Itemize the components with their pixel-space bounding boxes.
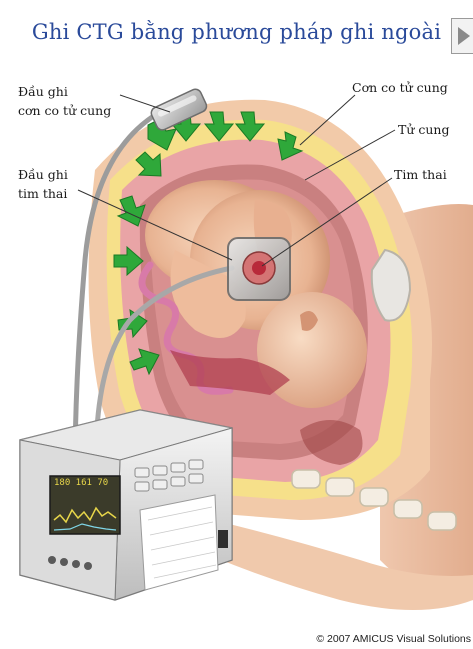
label-fetal-heart: Tim thai: [394, 165, 447, 184]
monitor-side-slot: [218, 530, 228, 548]
diagram-title: Ghi CTG bằng phương pháp ghi ngoài: [0, 20, 473, 44]
ctg-monitor: [20, 410, 232, 600]
label-uterine-contraction: Cơn co tử cung: [352, 78, 448, 97]
label-contraction-probe-line1: Đầu ghi: [18, 82, 111, 101]
copyright-notice: © 2007 AMICUS Visual Solutions: [316, 633, 471, 645]
fetal-heart-probe: [228, 238, 290, 300]
label-contraction-probe-line2: cơn co tử cung: [18, 101, 111, 120]
label-heart-probe: Đầu ghi tim thai: [18, 165, 68, 203]
label-heart-probe-line1: Đầu ghi: [18, 165, 68, 184]
label-uterus: Tử cung: [398, 120, 449, 139]
label-heart-probe-line2: tim thai: [18, 184, 68, 203]
label-contraction-probe: Đầu ghi cơn co tử cung: [18, 82, 111, 120]
fetus-foot: [194, 304, 242, 332]
paper-strip: [140, 495, 218, 590]
monitor-readout: 180 161 70: [54, 478, 116, 488]
